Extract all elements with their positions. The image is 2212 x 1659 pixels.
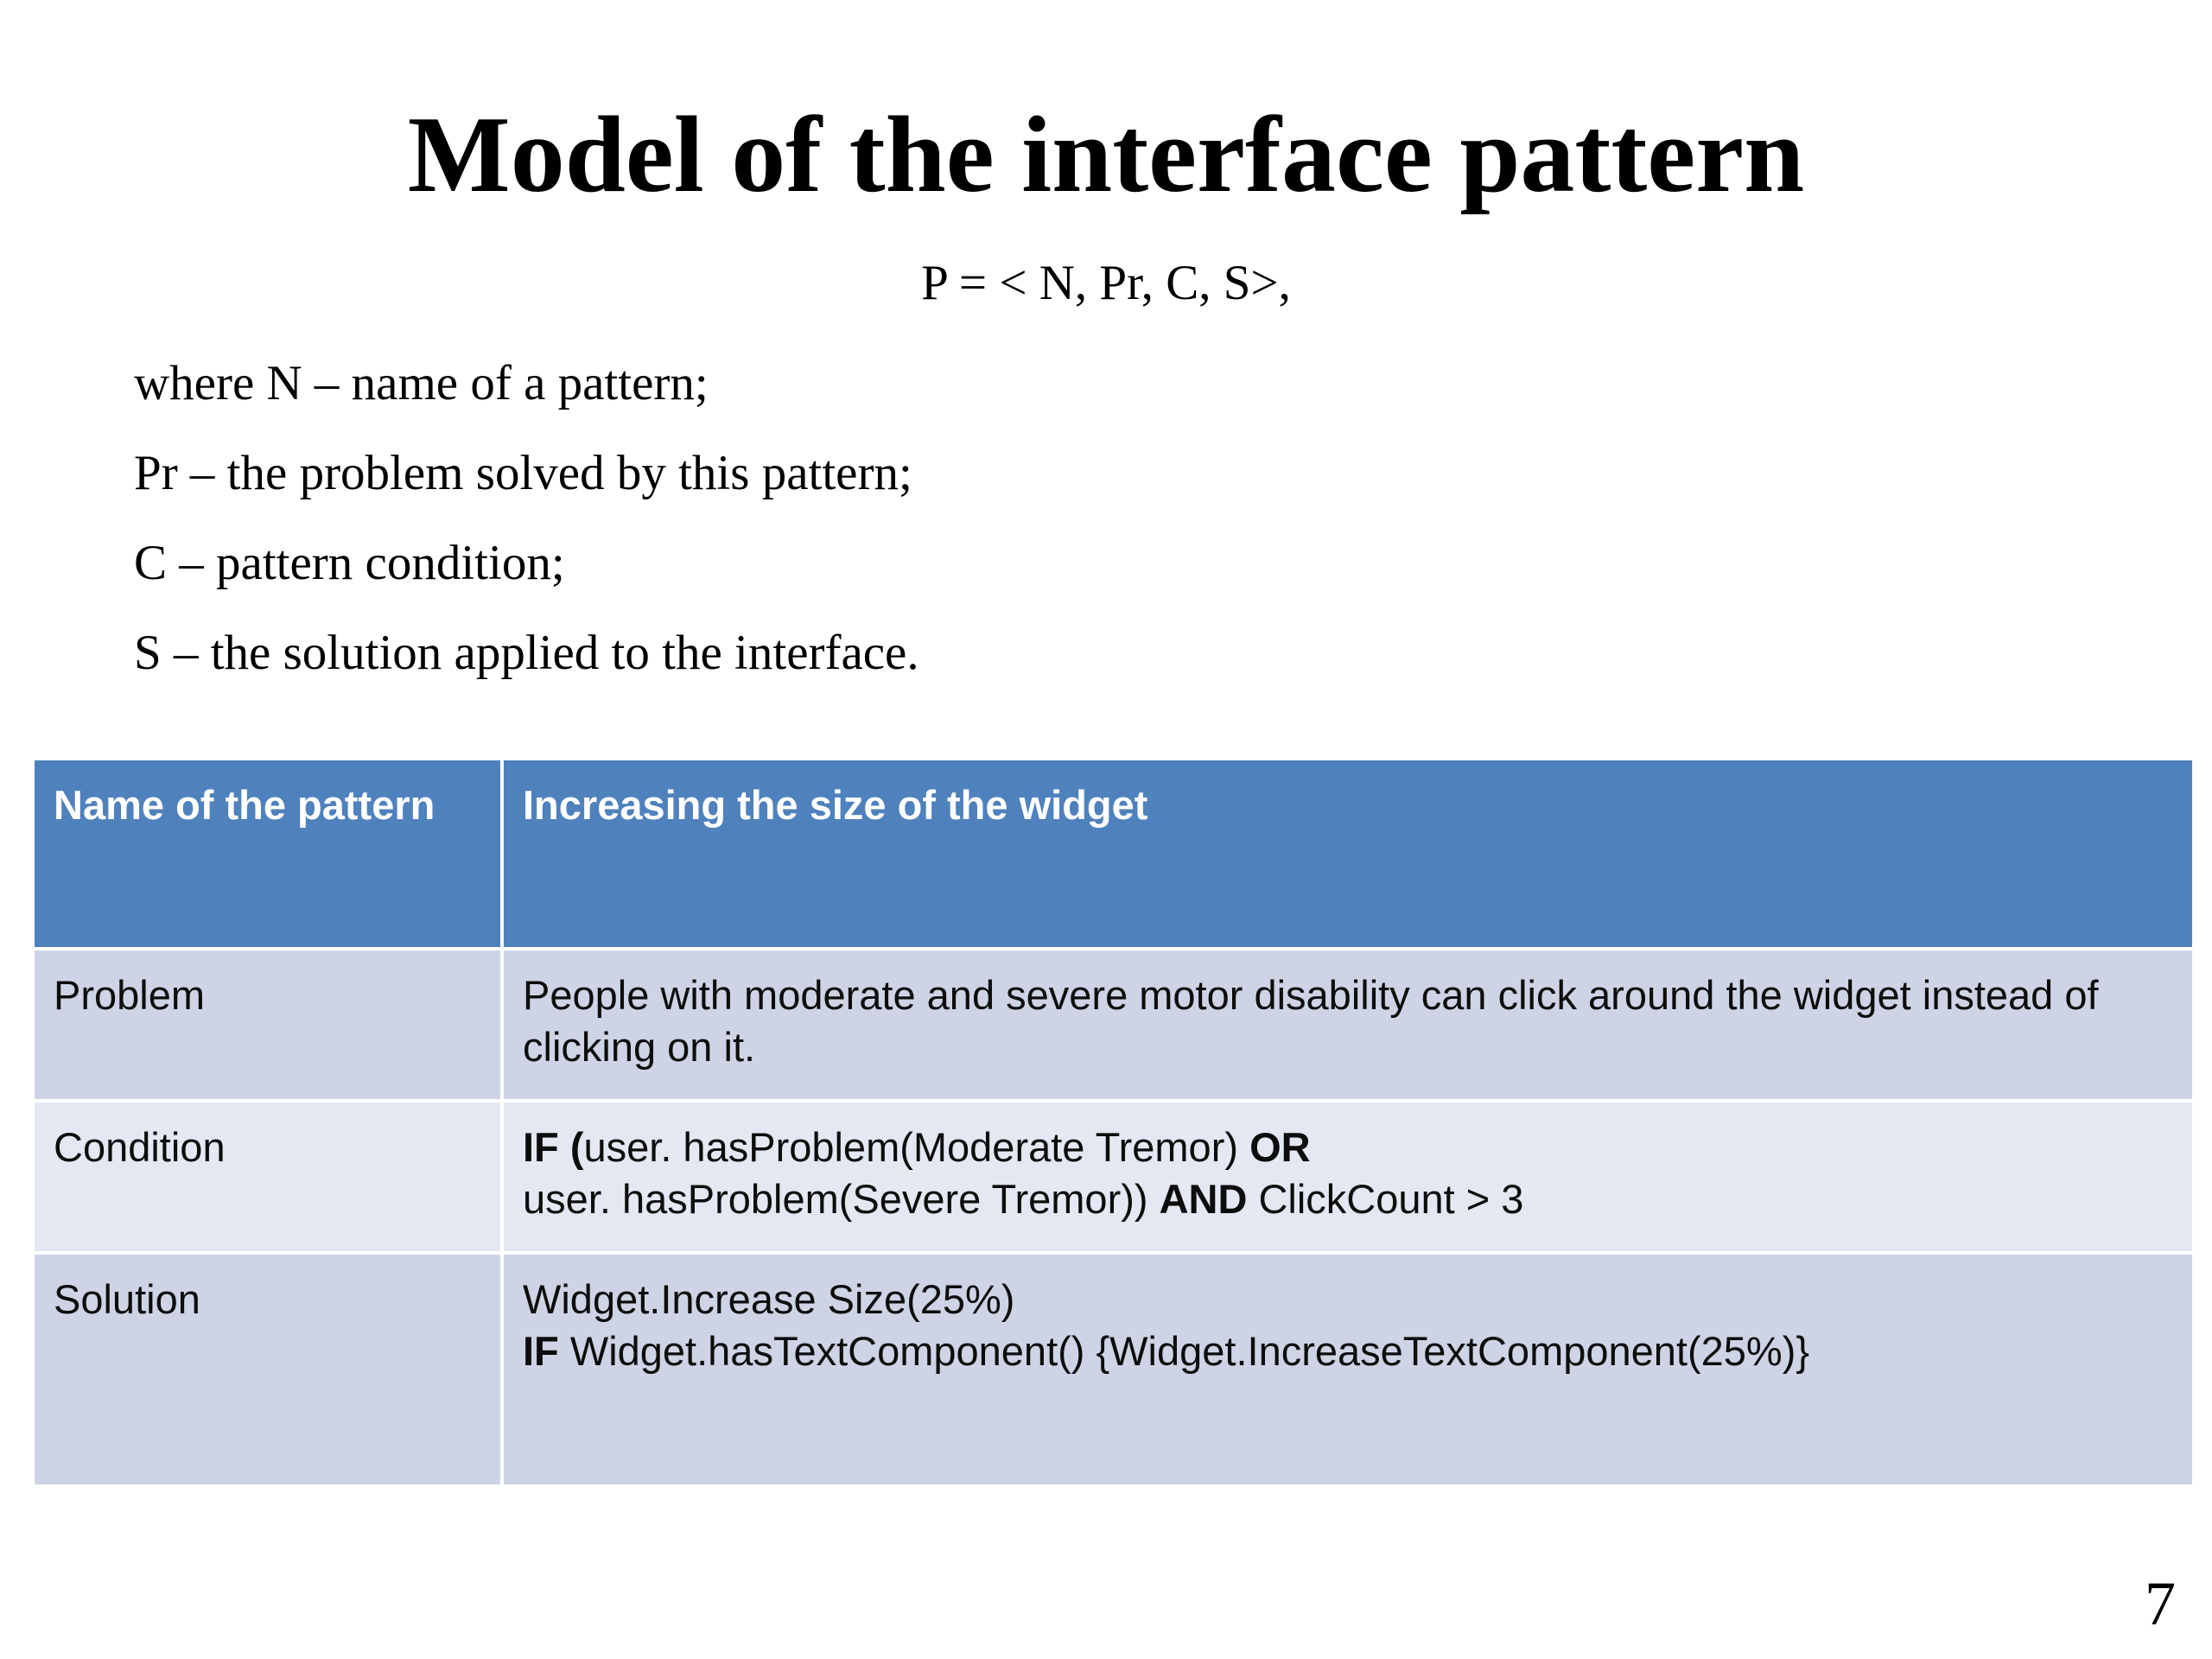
pattern-formula: P = < N, Pr, C, S>, [921, 256, 1291, 310]
condition-line-1: IF (user. hasProblem(Moderate Tremor) OR [523, 1122, 2171, 1173]
condition-keyword-and: AND [1159, 1176, 1248, 1223]
table-row: Problem People with moderate and severe … [35, 950, 2192, 1103]
row-label-problem: Problem [35, 950, 504, 1103]
table-row: Condition IF (user. hasProblem(Moderate … [35, 1103, 2192, 1255]
definition-line-n: where N – name of a pattern; [134, 356, 709, 410]
solution-keyword-if: IF [523, 1328, 570, 1375]
table-header-row: Name of the pattern Increasing the size … [35, 760, 2192, 950]
condition-line-2: user. hasProblem(Severe Tremor)) AND Cli… [523, 1173, 2171, 1225]
row-value-solution: Widget.Increase Size(25%) IF Widget.hasT… [504, 1255, 2192, 1488]
page-title: Model of the interface pattern [407, 95, 1805, 216]
condition-keyword-or: OR [1249, 1124, 1311, 1170]
definition-line-c: C – pattern condition; [134, 536, 565, 590]
solution-text-2: Widget.hasTextComponent() {Widget.Increa… [569, 1328, 1810, 1375]
solution-text-1: Widget.Increase Size(25%) [523, 1276, 1015, 1322]
problem-text: People with moderate and severe motor di… [523, 972, 2099, 1071]
definition-list: where N – name of a pattern; Pr – the pr… [134, 339, 2121, 698]
row-label-condition: Condition [35, 1103, 504, 1255]
row-value-problem: People with moderate and severe motor di… [504, 950, 2192, 1103]
solution-line-1: Widget.Increase Size(25%) [523, 1274, 2171, 1325]
page-number: 7 [2145, 1569, 2176, 1638]
table-header-name-of-the-pattern: Name of the pattern [35, 760, 504, 950]
condition-text-1: user. hasProblem(Moderate Tremor) [583, 1124, 1250, 1170]
table-header-increasing-the-size-of-the-widget: Increasing the size of the widget [504, 760, 2192, 950]
row-label-solution: Solution [35, 1255, 504, 1488]
table-row: Solution Widget.Increase Size(25%) IF Wi… [35, 1255, 2192, 1488]
condition-text-3: ClickCount > 3 [1247, 1176, 1524, 1223]
row-value-condition: IF (user. hasProblem(Moderate Tremor) OR… [504, 1103, 2192, 1255]
solution-line-2: IF Widget.hasTextComponent() {Widget.Inc… [523, 1325, 2171, 1377]
definition-line-pr: Pr – the problem solved by this pattern; [134, 446, 912, 500]
pattern-table: Name of the pattern Increasing the size … [35, 760, 2192, 1488]
condition-keyword-if: IF ( [523, 1124, 584, 1170]
definition-line-s: S – the solution applied to the interfac… [134, 626, 919, 680]
condition-text-2: user. hasProblem(Severe Tremor)) [523, 1176, 1160, 1223]
